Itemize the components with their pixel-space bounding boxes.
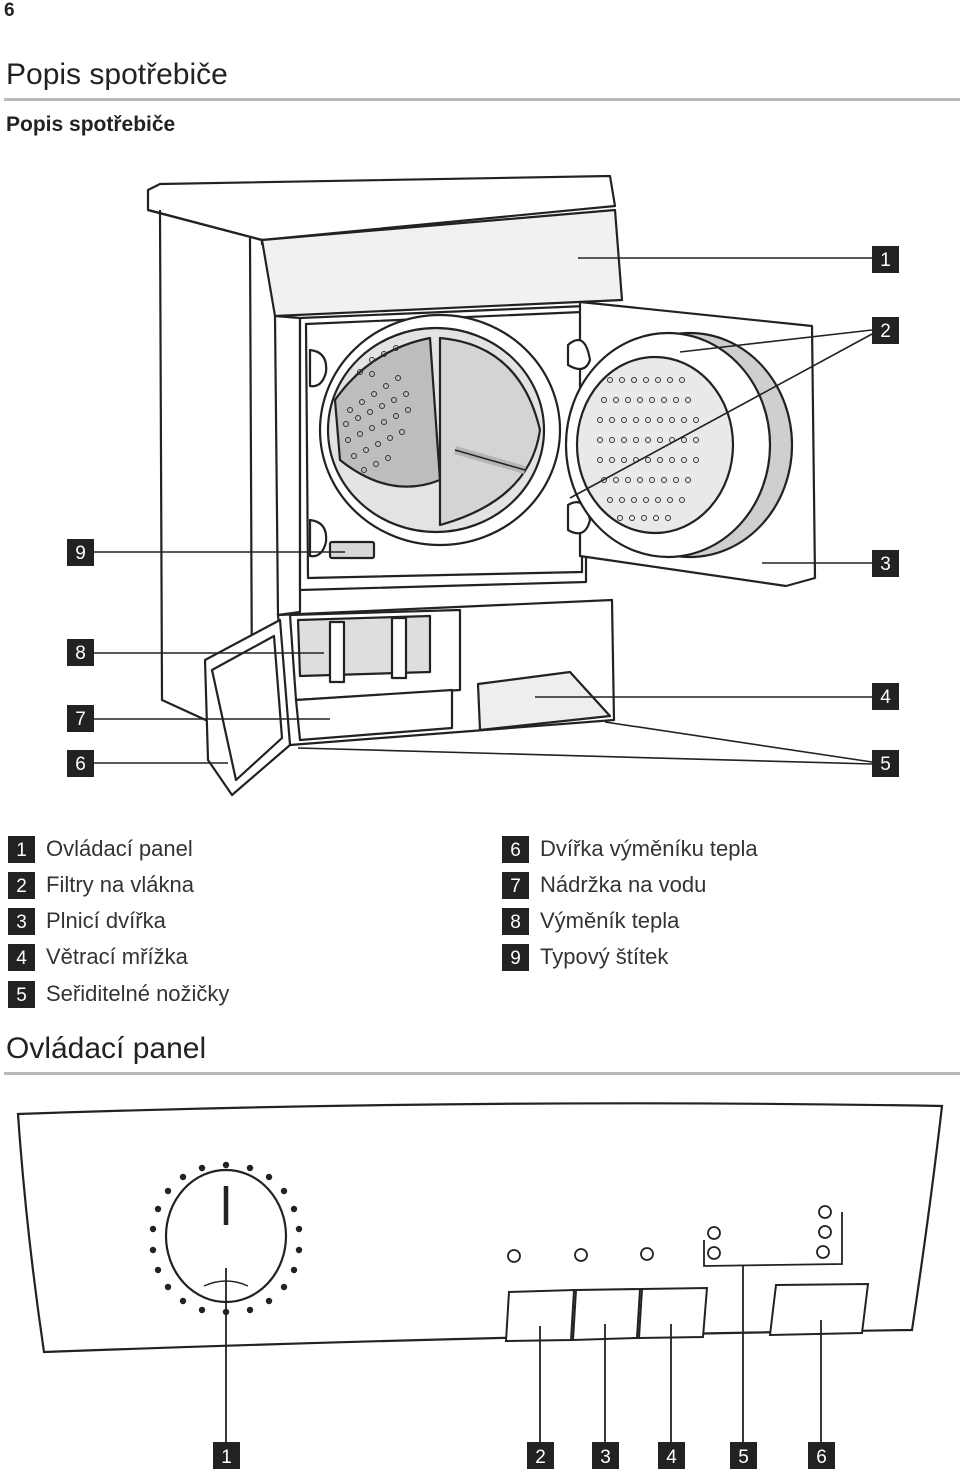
legend-label: Dvířka výměníku tepla bbox=[540, 836, 758, 861]
indicator-light bbox=[818, 1225, 832, 1239]
callout-badge-2 bbox=[872, 317, 899, 344]
indicator-light bbox=[507, 1249, 521, 1263]
legend-item: 1 Ovládací panel bbox=[8, 834, 193, 864]
indicator-light bbox=[707, 1246, 721, 1260]
indicator-light bbox=[816, 1245, 830, 1259]
callout-badge-7 bbox=[67, 705, 94, 732]
panel-callout-label-5: 5 bbox=[738, 1447, 749, 1468]
panel-callout-label-2: 2 bbox=[535, 1447, 546, 1468]
panel-callout-badge-4 bbox=[658, 1442, 685, 1469]
panel-callout-badge-2 bbox=[527, 1442, 554, 1469]
panel-callout-badge-5 bbox=[730, 1442, 757, 1469]
legend-item: 3 Plnicí dvířka bbox=[8, 906, 166, 936]
panel-callout-badge-6 bbox=[808, 1442, 835, 1469]
legend-label: Plnicí dvířka bbox=[46, 908, 166, 933]
legend-label: Ovládací panel bbox=[46, 836, 193, 861]
indicator-light bbox=[640, 1247, 654, 1261]
callout-badges bbox=[67, 246, 899, 777]
legend-number: 6 bbox=[502, 835, 529, 863]
panel-callout-badge-1 bbox=[213, 1442, 240, 1469]
panel-callout-label-4: 4 bbox=[666, 1447, 677, 1468]
legend-number: 9 bbox=[502, 943, 529, 971]
legend-label: Typový štítek bbox=[540, 944, 669, 969]
control-panel-divider bbox=[4, 1072, 960, 1075]
program-dial bbox=[149, 1161, 303, 1316]
callout-badge-1 bbox=[872, 246, 899, 273]
panel-button-2 bbox=[504, 1288, 576, 1343]
callout-label-7: 7 bbox=[75, 709, 86, 730]
legend-item: 6 Dvířka výměníku tepla bbox=[502, 834, 758, 864]
legend-label: Výměník tepla bbox=[540, 908, 680, 933]
callout-label-5: 5 bbox=[880, 754, 891, 775]
legend-number: 1 bbox=[8, 835, 35, 863]
legend-item: 5 Seřiditelné nožičky bbox=[8, 979, 229, 1009]
legend-label: Nádržka na vodu bbox=[540, 872, 707, 897]
callout-badge-5 bbox=[872, 750, 899, 777]
panel-callout-label-6: 6 bbox=[816, 1447, 827, 1468]
legend-label: Filtry na vlákna bbox=[46, 872, 194, 897]
section-divider bbox=[4, 98, 960, 101]
callout-badge-4 bbox=[872, 683, 899, 710]
legend-label: Větrací mřížka bbox=[46, 944, 188, 969]
section-title: Popis spotřebiče bbox=[6, 58, 228, 91]
callout-label-6: 6 bbox=[75, 754, 86, 775]
panel-callout-label-3: 3 bbox=[600, 1447, 611, 1468]
callout-badge-8 bbox=[67, 639, 94, 666]
legend-item: 4 Větrací mřížka bbox=[8, 942, 188, 972]
legend-item: 9 Typový štítek bbox=[502, 942, 668, 972]
legend-number: 7 bbox=[502, 871, 529, 899]
control-panel-illustration: 1 2 3 4 5 6 bbox=[16, 1102, 944, 1469]
page-number: 6 bbox=[4, 0, 15, 21]
indicator-light bbox=[707, 1226, 721, 1240]
callout-label-9: 9 bbox=[75, 543, 86, 564]
callout-label-8: 8 bbox=[75, 643, 86, 664]
legend-number: 3 bbox=[8, 907, 35, 935]
legend-number: 5 bbox=[8, 980, 35, 1008]
panel-callout-badge-3 bbox=[592, 1442, 619, 1469]
callout-label-3: 3 bbox=[880, 554, 891, 575]
legend-item: 8 Výměník tepla bbox=[502, 906, 679, 936]
panel-button-6 bbox=[768, 1282, 870, 1337]
callout-label-1: 1 bbox=[880, 250, 891, 271]
callout-badge-9 bbox=[67, 539, 94, 566]
legend-item: 7 Nádržka na vodu bbox=[502, 870, 706, 900]
legend-number: 2 bbox=[8, 871, 35, 899]
callout-badge-6 bbox=[67, 750, 94, 777]
indicator-light bbox=[574, 1248, 588, 1262]
dryer-illustration: 1 2 3 4 5 6 7 8 9 bbox=[67, 174, 899, 797]
legend-item: 2 Filtry na vlákna bbox=[8, 870, 194, 900]
legend-label: Seřiditelné nožičky bbox=[46, 981, 230, 1006]
callout-badge-3 bbox=[872, 550, 899, 577]
callout-label-2: 2 bbox=[880, 321, 891, 342]
subsection-title: Popis spotřebiče bbox=[6, 113, 176, 136]
callout-label-4: 4 bbox=[880, 687, 891, 708]
legend-number: 4 bbox=[8, 943, 35, 971]
legend-number: 8 bbox=[502, 907, 529, 935]
indicator-light bbox=[818, 1205, 832, 1219]
panel-button-3 bbox=[571, 1287, 642, 1342]
panel-callout-label-1: 1 bbox=[221, 1447, 232, 1468]
panel-button-4 bbox=[637, 1286, 709, 1340]
control-panel-title: Ovládací panel bbox=[6, 1032, 207, 1065]
